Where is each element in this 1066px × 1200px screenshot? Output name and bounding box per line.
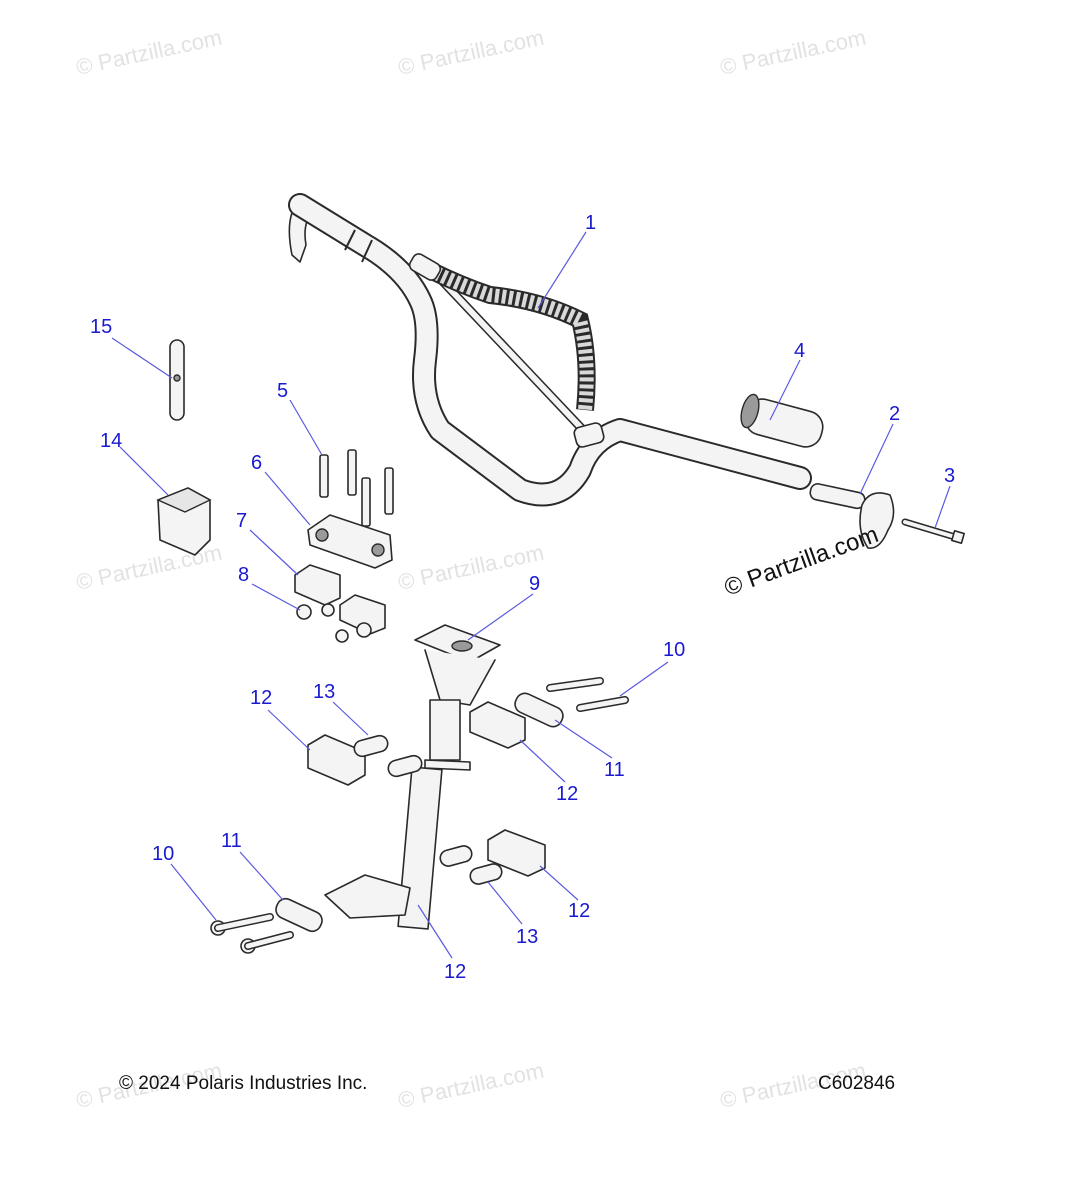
bolts-10-upper — [546, 677, 629, 712]
callout-12-right: 12 — [568, 900, 590, 922]
cover — [156, 487, 212, 556]
callout-11-lower: 11 — [221, 830, 242, 852]
clamp-12-left — [307, 734, 366, 786]
bolts-10-lower — [210, 913, 294, 954]
watermark: © Partzilla.com — [74, 25, 224, 80]
callout-13-lower: 13 — [516, 926, 538, 948]
bushings-lower — [439, 845, 503, 885]
watermark: © Partzilla.com — [396, 540, 546, 595]
top-clamp — [307, 514, 393, 569]
watermark: © Partzilla.com — [718, 25, 868, 80]
diagram-id: C602846 — [818, 1073, 896, 1094]
bushings-upper — [353, 734, 423, 778]
plate-upper — [514, 692, 564, 728]
callout-9: 9 — [529, 573, 540, 595]
callout-10-upper: 10 — [663, 639, 685, 661]
callout-5: 5 — [277, 380, 288, 402]
callout-7: 7 — [236, 510, 247, 532]
leader-lines — [111, 231, 951, 959]
watermark-prominent: © Partzilla.com — [721, 521, 882, 602]
grip — [740, 393, 824, 448]
callout-1: 1 — [585, 212, 596, 234]
clamp-12-lower-right — [487, 829, 546, 877]
throttle-clamp — [809, 483, 895, 549]
callout-14: 14 — [100, 430, 122, 452]
plate-lower — [275, 897, 323, 933]
callout-2: 2 — [889, 403, 900, 425]
callout-4: 4 — [794, 340, 805, 362]
watermark: © Partzilla.com — [396, 25, 546, 80]
pin — [169, 339, 185, 421]
callout-11-upper: 11 — [604, 759, 625, 781]
callout-10-lower: 10 — [152, 843, 174, 865]
callout-3: 3 — [944, 465, 955, 487]
callout-15: 15 — [90, 316, 112, 338]
callout-8: 8 — [238, 564, 249, 586]
callout-12-left: 12 — [250, 687, 272, 709]
bolts-5 — [319, 449, 394, 527]
clamp-halves — [294, 564, 386, 635]
clamp-12-upper-right — [469, 701, 526, 749]
handlebar — [288, 193, 812, 507]
callout-12-mid: 12 — [556, 783, 578, 805]
callout-6: 6 — [251, 452, 262, 474]
watermark: © Partzilla.com — [396, 1058, 546, 1113]
callout-labels: 1 2 3 4 5 6 7 8 9 10 10 11 11 12 12 12 1… — [90, 212, 955, 983]
copyright-text: © 2024 Polaris Industries Inc. — [119, 1073, 368, 1094]
callout-13-upper: 13 — [313, 681, 335, 703]
clamp-12-lower — [324, 874, 411, 919]
bolt-3 — [901, 518, 965, 544]
nuts — [296, 603, 372, 643]
callout-12-bottom: 12 — [444, 961, 466, 983]
